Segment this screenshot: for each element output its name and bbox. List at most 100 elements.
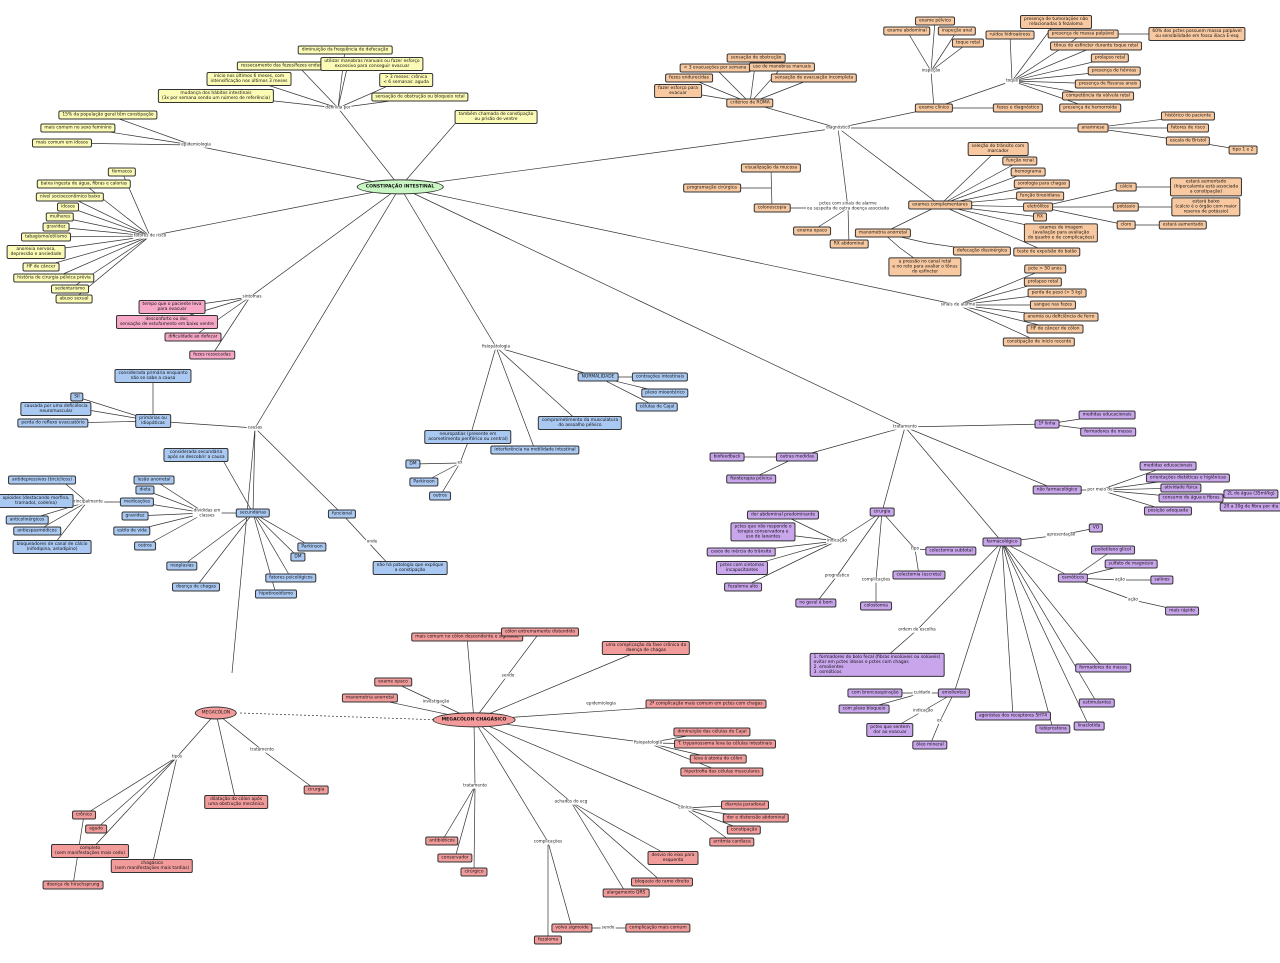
node-functional[interactable]: funcional: [327, 509, 357, 519]
node-mc-12[interactable]: T. trypanossoma leva às células intestin…: [674, 739, 776, 749]
node-sc-11[interactable]: Parkinson: [297, 542, 327, 552]
node-mc-26[interactable]: conservador: [437, 853, 473, 863]
node-comp-7[interactable]: RX: [1032, 212, 1048, 222]
node-prim-1[interactable]: considerada primária enquanto não se sab…: [114, 368, 192, 384]
node-sc-7[interactable]: neoplasias: [166, 561, 198, 571]
node-sym-2[interactable]: desconforto ou dor, sensação de estufame…: [116, 314, 218, 330]
node-prim-4[interactable]: perda do reflexo evacuatório: [17, 418, 89, 428]
node-ph-7[interactable]: linaclotida: [1073, 721, 1105, 731]
node-epi-3[interactable]: mais comum em idosos: [31, 138, 93, 148]
node-exam-14[interactable]: presença de hemorroida: [1059, 103, 1121, 113]
node-mc-25[interactable]: antibióticos: [425, 836, 459, 846]
node-sc-6[interactable]: outros: [134, 541, 156, 551]
node-exam-4[interactable]: toque retal: [951, 38, 985, 48]
node-surg-4[interactable]: pctes com sintomas incapacitantes: [715, 560, 769, 576]
node-clinical-exam[interactable]: exame clínico: [914, 103, 954, 113]
node-comp-4[interactable]: sorologia para chagas: [1013, 179, 1071, 189]
node-np-6[interactable]: 2L de água (35ml/kg): [1223, 489, 1279, 499]
node-mc-22[interactable]: bloqueio do ramo direito: [630, 877, 694, 887]
node-surg-5[interactable]: fezaloma alto: [724, 582, 762, 592]
node-risk-12[interactable]: abuso sexual: [55, 294, 93, 304]
node-med-1[interactable]: antidepressivos (tricíclicos): [8, 475, 76, 485]
node-alarm-7[interactable]: constipação de início recente: [1002, 337, 1076, 347]
node-exam-1[interactable]: exame abdominal: [883, 26, 931, 36]
node-osm-7[interactable]: mais rápido: [1165, 606, 1199, 616]
node-other-2[interactable]: fisioterapia pélvica: [726, 474, 776, 484]
node-risk-6[interactable]: gravidez: [42, 222, 70, 232]
node-mc-21[interactable]: desvio do eixo para esquerda: [647, 850, 699, 866]
node-non-pharm[interactable]: não farmacológico: [1032, 485, 1082, 495]
node-ph-5[interactable]: agonistas dos receptores 5HT4: [974, 711, 1052, 721]
node-roma-2[interactable]: < 3 evacuações por semana: [679, 63, 751, 73]
node-exam-11[interactable]: presença de hérnias: [1087, 66, 1141, 76]
node-sym-4[interactable]: fezes ressecadas: [189, 350, 235, 360]
node-mc-30[interactable]: fezaloma: [533, 935, 563, 945]
node-sym-3[interactable]: dificuldade ao defecar: [164, 332, 222, 342]
node-em-6[interactable]: óleo mineral: [912, 740, 948, 750]
node-mega-3[interactable]: agudo: [85, 824, 107, 834]
node-osm-2[interactable]: sulfato de magnésio: [1104, 559, 1158, 569]
node-phys-1[interactable]: neuropatias (presente em acometimento pe…: [424, 429, 512, 445]
node-megacolon[interactable]: MEGACÓLON: [194, 706, 238, 720]
node-em-5[interactable]: pctes que sentem dor ao evacuar: [866, 722, 914, 738]
node-primary[interactable]: primárias ou idiopáticas: [135, 413, 171, 429]
node-colon-5[interactable]: RX abdominal: [829, 239, 869, 249]
node-comp-2[interactable]: função renal: [1002, 156, 1038, 166]
node-exam-13[interactable]: competência da válvula retal: [1062, 91, 1134, 101]
node-complementary-exams[interactable]: exames complementares: [908, 200, 972, 210]
node-exam-12[interactable]: presença de fissuras anais: [1074, 79, 1142, 89]
node-mc-17[interactable]: dor e distensão abdominal: [722, 813, 790, 823]
node-ph-8[interactable]: estimulantes: [1078, 698, 1116, 708]
node-exam-3[interactable]: inspeção anal: [937, 26, 977, 36]
node-epi-1[interactable]: 15% da população geral têm constipação: [58, 110, 158, 120]
node-mc-2[interactable]: cólon extremamente distendido: [500, 627, 580, 637]
node-alarm-4[interactable]: sangue nas fezes: [1029, 300, 1077, 310]
root-node[interactable]: CONSTIPAÇÃO INTESTINAL: [356, 179, 444, 195]
node-np-5[interactable]: posição adequada: [1143, 506, 1193, 516]
node-exam-15[interactable]: fezes e diagnóstico: [992, 103, 1044, 113]
node-phys-3[interactable]: comprometimento da musculatura do assoal…: [537, 415, 623, 431]
node-exam-10[interactable]: prolapso retal: [1090, 53, 1130, 63]
node-surgery[interactable]: cirurgia: [869, 507, 895, 517]
node-sc-2[interactable]: dieta: [135, 485, 155, 495]
node-alarm-1[interactable]: pcte > 50 anos: [1024, 264, 1066, 274]
node-mc-14[interactable]: hipertrofia das células musculares: [680, 767, 764, 777]
node-megacolon-chagasic[interactable]: MEGACÓLON CHAGÁSICO: [432, 712, 516, 728]
node-surg-12[interactable]: colectomia (escreta): [892, 570, 946, 580]
node-pharmacological[interactable]: farmacológico: [982, 537, 1022, 547]
node-sc-9[interactable]: hipotireoidismo: [255, 589, 297, 599]
node-risk-3[interactable]: nível socioeconômico baixo: [35, 192, 105, 202]
node-roma-criteria[interactable]: critérios de ROMA: [726, 98, 774, 108]
node-def-4[interactable]: início nos últimos 6 meses, com intensif…: [206, 71, 292, 87]
node-mc-27[interactable]: cirúrgico: [460, 867, 488, 877]
node-anamnesis[interactable]: anamnese: [1077, 123, 1109, 133]
node-prim-2[interactable]: SII: [70, 392, 84, 402]
node-electrolyte-3[interactable]: cloro: [1116, 220, 1136, 230]
node-em-1[interactable]: com broncoaspiração: [847, 688, 903, 698]
node-np-2[interactable]: orientações dietéticas e higiênicas: [1145, 473, 1231, 483]
node-risk-2[interactable]: baixa ingesta de água, fibras e calorias: [36, 179, 132, 189]
node-comp-9[interactable]: teste de expulsão do balão: [1013, 247, 1081, 257]
node-exam-6[interactable]: presença de tumorações não relacionadas …: [1020, 14, 1092, 30]
node-ph-6[interactable]: lubiprostona: [1035, 724, 1071, 734]
node-np-4[interactable]: consumo de água e fibras: [1158, 493, 1224, 503]
node-mc-6[interactable]: manometria anorretal: [341, 693, 399, 703]
node-also-called[interactable]: também chamada de constipação ou prisão …: [454, 109, 538, 125]
node-mega-5[interactable]: chagásico (sem manifestações mais tardia…: [110, 858, 194, 874]
node-order-choice[interactable]: 1. formadores do bolo fecal (fibras inso…: [809, 652, 945, 678]
node-emollients[interactable]: emolientes: [937, 688, 971, 698]
node-comp-5[interactable]: função tireoidiana: [1016, 191, 1064, 201]
node-electrolyte-5[interactable]: estará baixo (cálcio é o órgão com maior…: [1171, 197, 1241, 217]
node-electrolyte-6[interactable]: estará aumentado: [1158, 220, 1208, 230]
node-first-line-2[interactable]: formadores de massa: [1080, 427, 1136, 437]
node-mc-11[interactable]: diminuição das células de Cajal: [673, 727, 751, 737]
node-risk-1[interactable]: fármacos: [107, 167, 137, 177]
node-surg-9[interactable]: colostomia: [860, 601, 892, 611]
node-first-line-1[interactable]: medidas educacionais: [1078, 410, 1136, 420]
node-risk-11[interactable]: sedentarismo: [51, 284, 89, 294]
node-roma-5[interactable]: sensação de evacuação incompleta: [770, 73, 858, 83]
node-em-2[interactable]: com plexo bloqueio: [838, 704, 890, 714]
node-med-3[interactable]: anticolinérgicos: [5, 515, 49, 525]
node-def-6[interactable]: mudança dos hábitos intestinais (3x por …: [157, 88, 275, 104]
node-exam-7[interactable]: presença de massa palpável: [1047, 29, 1119, 39]
